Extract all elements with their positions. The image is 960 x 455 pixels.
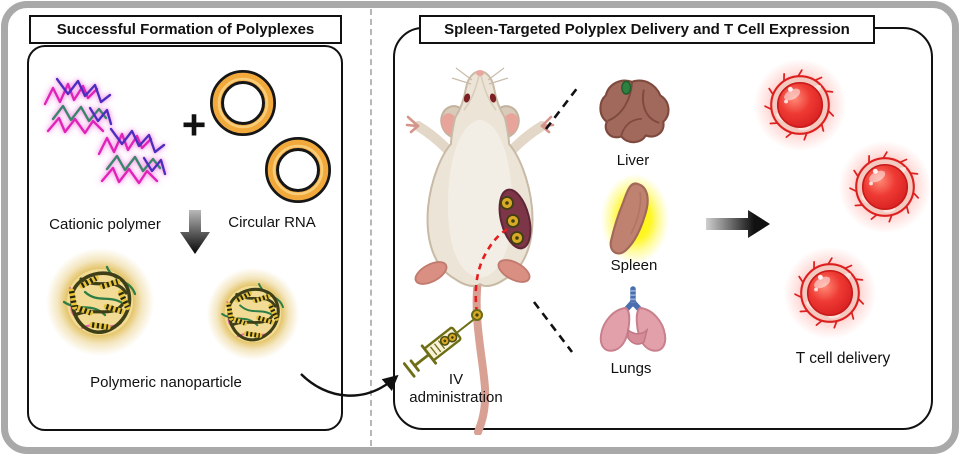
iv-label-line2: administration <box>409 389 503 406</box>
mouse-eye <box>463 93 471 103</box>
mouse-whiskers <box>451 67 509 85</box>
lungs-label: Lungs <box>610 360 652 377</box>
cationic-polymer-illustration <box>43 77 167 185</box>
panel-divider-dashed <box>370 9 372 446</box>
nanoparticle-icon <box>205 266 301 362</box>
spleen-label: Spleen <box>610 257 658 274</box>
right-panel-title: Spleen-Targeted Polyplex Delivery and T … <box>419 15 875 44</box>
t-cell-icon <box>752 57 848 153</box>
mouse-hind-foot <box>414 261 448 285</box>
iv-label-line1: IV <box>448 371 464 388</box>
nanoparticles-in-spleen <box>500 196 524 245</box>
gallbladder-dot <box>621 80 632 95</box>
mouse-hind-foot <box>497 259 531 283</box>
lungs-icon <box>599 286 667 352</box>
circular-rna-icon <box>205 64 340 209</box>
polymeric-nanoparticle-label: Polymeric nanoparticle <box>90 374 242 391</box>
nanoparticle-icon <box>44 246 156 358</box>
mouse-paws <box>405 115 555 134</box>
iv-administration-label: IV administration <box>396 371 516 407</box>
t-cell-icon <box>782 245 878 341</box>
liver-label: Liver <box>616 152 650 169</box>
right-arrow-icon <box>706 210 770 238</box>
down-arrow-icon <box>180 210 210 254</box>
t-cell-delivery-label: T cell delivery <box>795 350 891 367</box>
left-panel-title: Successful Formation of Polyplexes <box>29 15 342 44</box>
mouse-nose <box>476 70 484 76</box>
mouse-illustration <box>405 67 555 435</box>
liver-icon <box>599 79 670 144</box>
callout-dashed-line-upper <box>544 86 580 130</box>
plus-icon: + <box>181 101 207 148</box>
mouse-eye <box>489 93 497 103</box>
callout-dashed-line-lower <box>532 301 574 353</box>
t-cell-icon <box>837 139 933 235</box>
syringe-icon <box>403 317 476 378</box>
circular-rna-label: Circular RNA <box>228 214 316 231</box>
transfer-curved-arrow-icon <box>300 373 399 397</box>
spleen-icon <box>601 174 669 264</box>
cationic-polymer-label: Cationic polymer <box>49 216 161 233</box>
